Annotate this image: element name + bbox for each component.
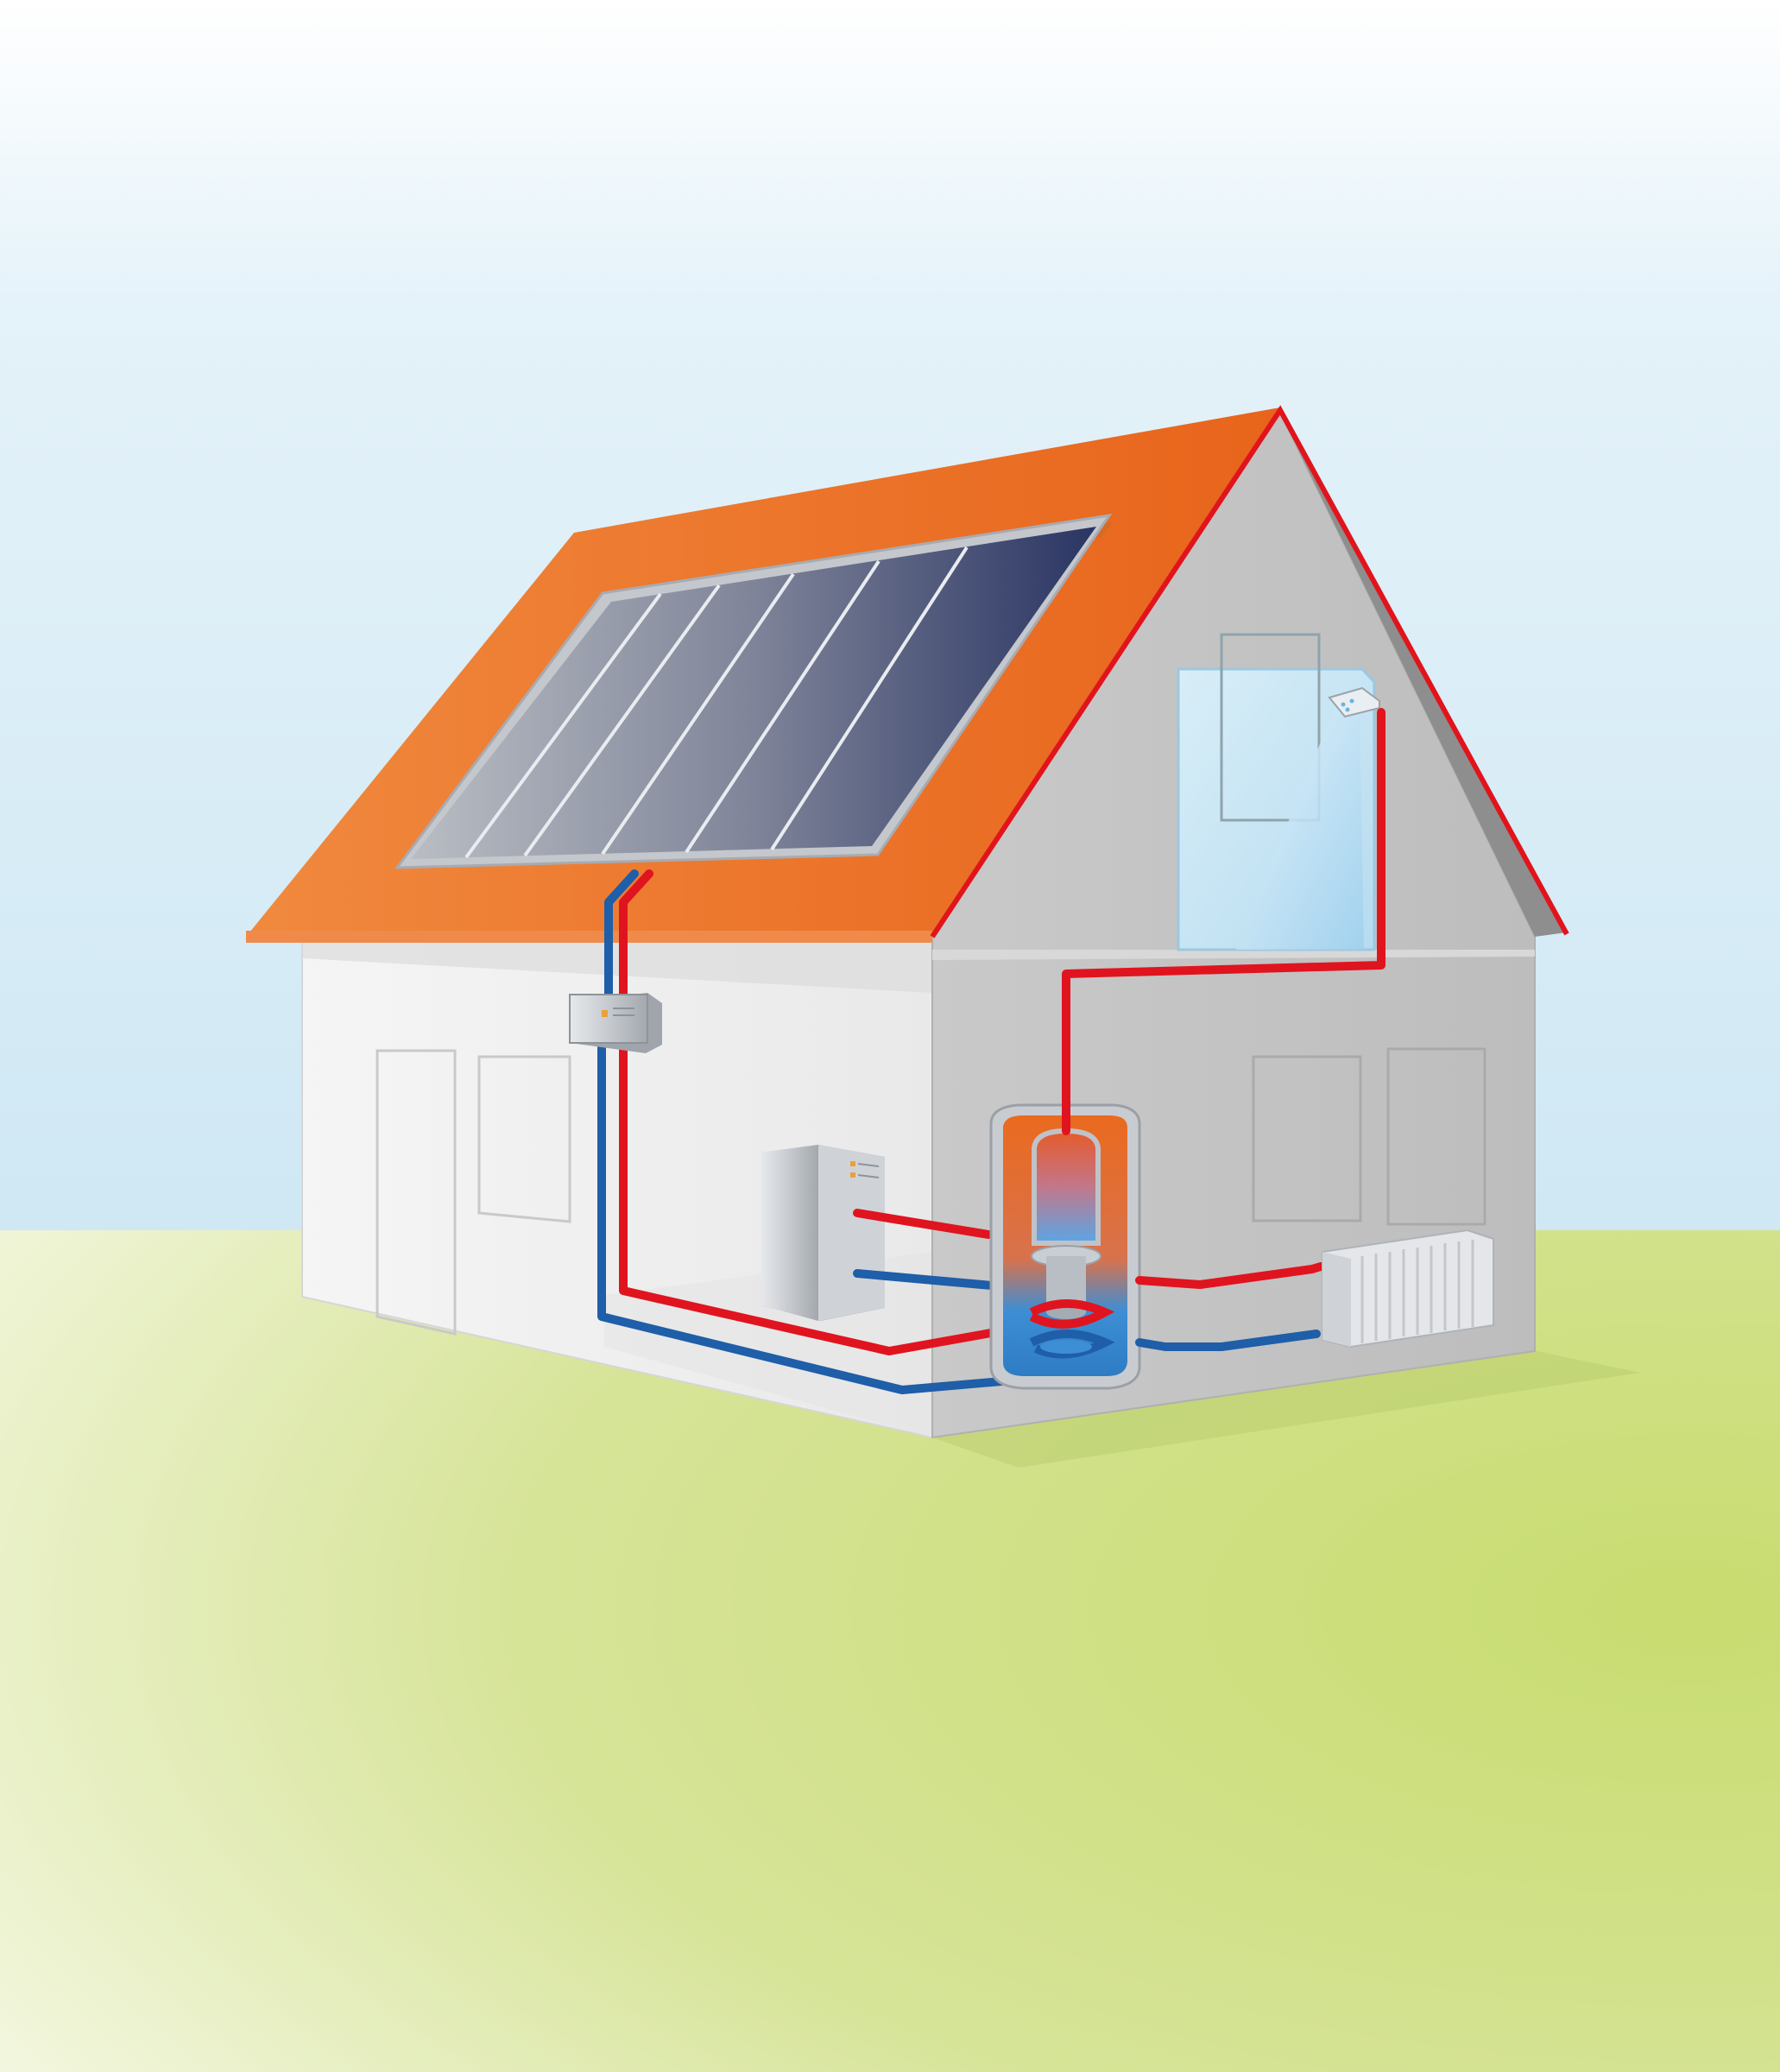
shower-supply-pipe-hot	[1062, 708, 1385, 1135]
bathroom-window-frame	[1220, 633, 1321, 822]
front-door	[376, 1049, 457, 1336]
radiator-icon	[1322, 1229, 1494, 1349]
solar-return-pipe-cold	[597, 869, 1053, 1394]
boiler-pipes	[853, 1209, 1006, 1291]
boiler-return-pipe-cold	[853, 1269, 1006, 1291]
shower-icon	[1328, 686, 1380, 718]
tank-coil-hot	[1029, 1299, 1115, 1329]
gable-roof-edge	[930, 405, 1569, 938]
hot-water-tank-icon	[989, 1103, 1141, 1390]
radiator-flow-pipe-hot	[1135, 1262, 1325, 1289]
solar-panel-icon	[394, 513, 1114, 869]
boiler-flow-pipe-hot	[853, 1209, 993, 1239]
tank-coil-cold	[1029, 1330, 1115, 1359]
gable-window-left	[1252, 1055, 1362, 1222]
heater-unit-icon	[761, 1145, 885, 1321]
shower-water	[1236, 704, 1364, 950]
roof-eave	[246, 931, 932, 943]
radiator-return-pipe-cold	[1135, 1330, 1321, 1351]
house-shadow	[932, 1351, 1640, 1468]
solar-panel-dividers	[464, 546, 969, 859]
front-window	[477, 1055, 571, 1223]
eave-shade	[302, 937, 932, 993]
gable-window-right	[1386, 1047, 1486, 1226]
radiator-pipes	[1135, 1262, 1325, 1351]
control-box-icon	[569, 993, 662, 1053]
